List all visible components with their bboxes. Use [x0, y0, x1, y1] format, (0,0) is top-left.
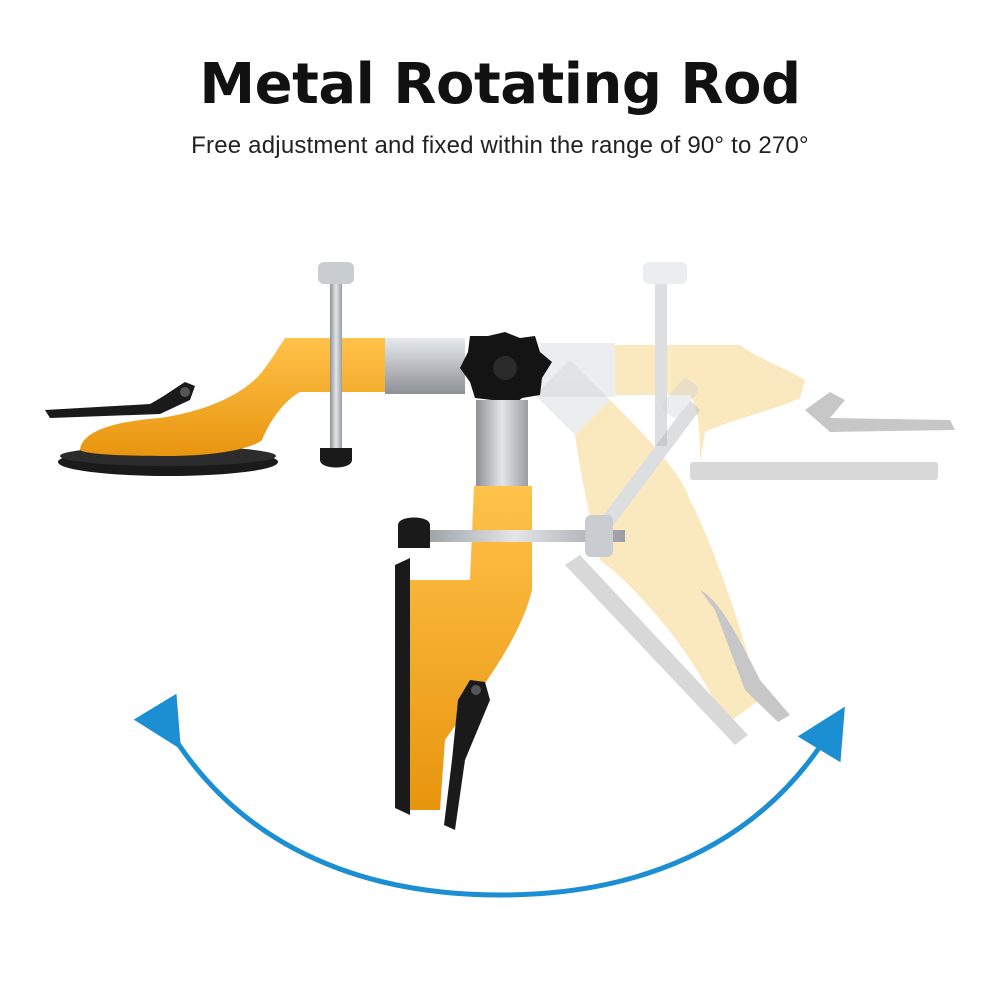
knob-icon	[460, 332, 552, 410]
ghost-right-position	[540, 262, 955, 480]
left-suction-assembly	[45, 262, 465, 476]
page-title: Metal Rotating Rod	[199, 52, 801, 117]
page-subtitle: Free adjustment and fixed within the ran…	[191, 132, 809, 159]
rotation-arrow-icon	[133, 693, 845, 898]
